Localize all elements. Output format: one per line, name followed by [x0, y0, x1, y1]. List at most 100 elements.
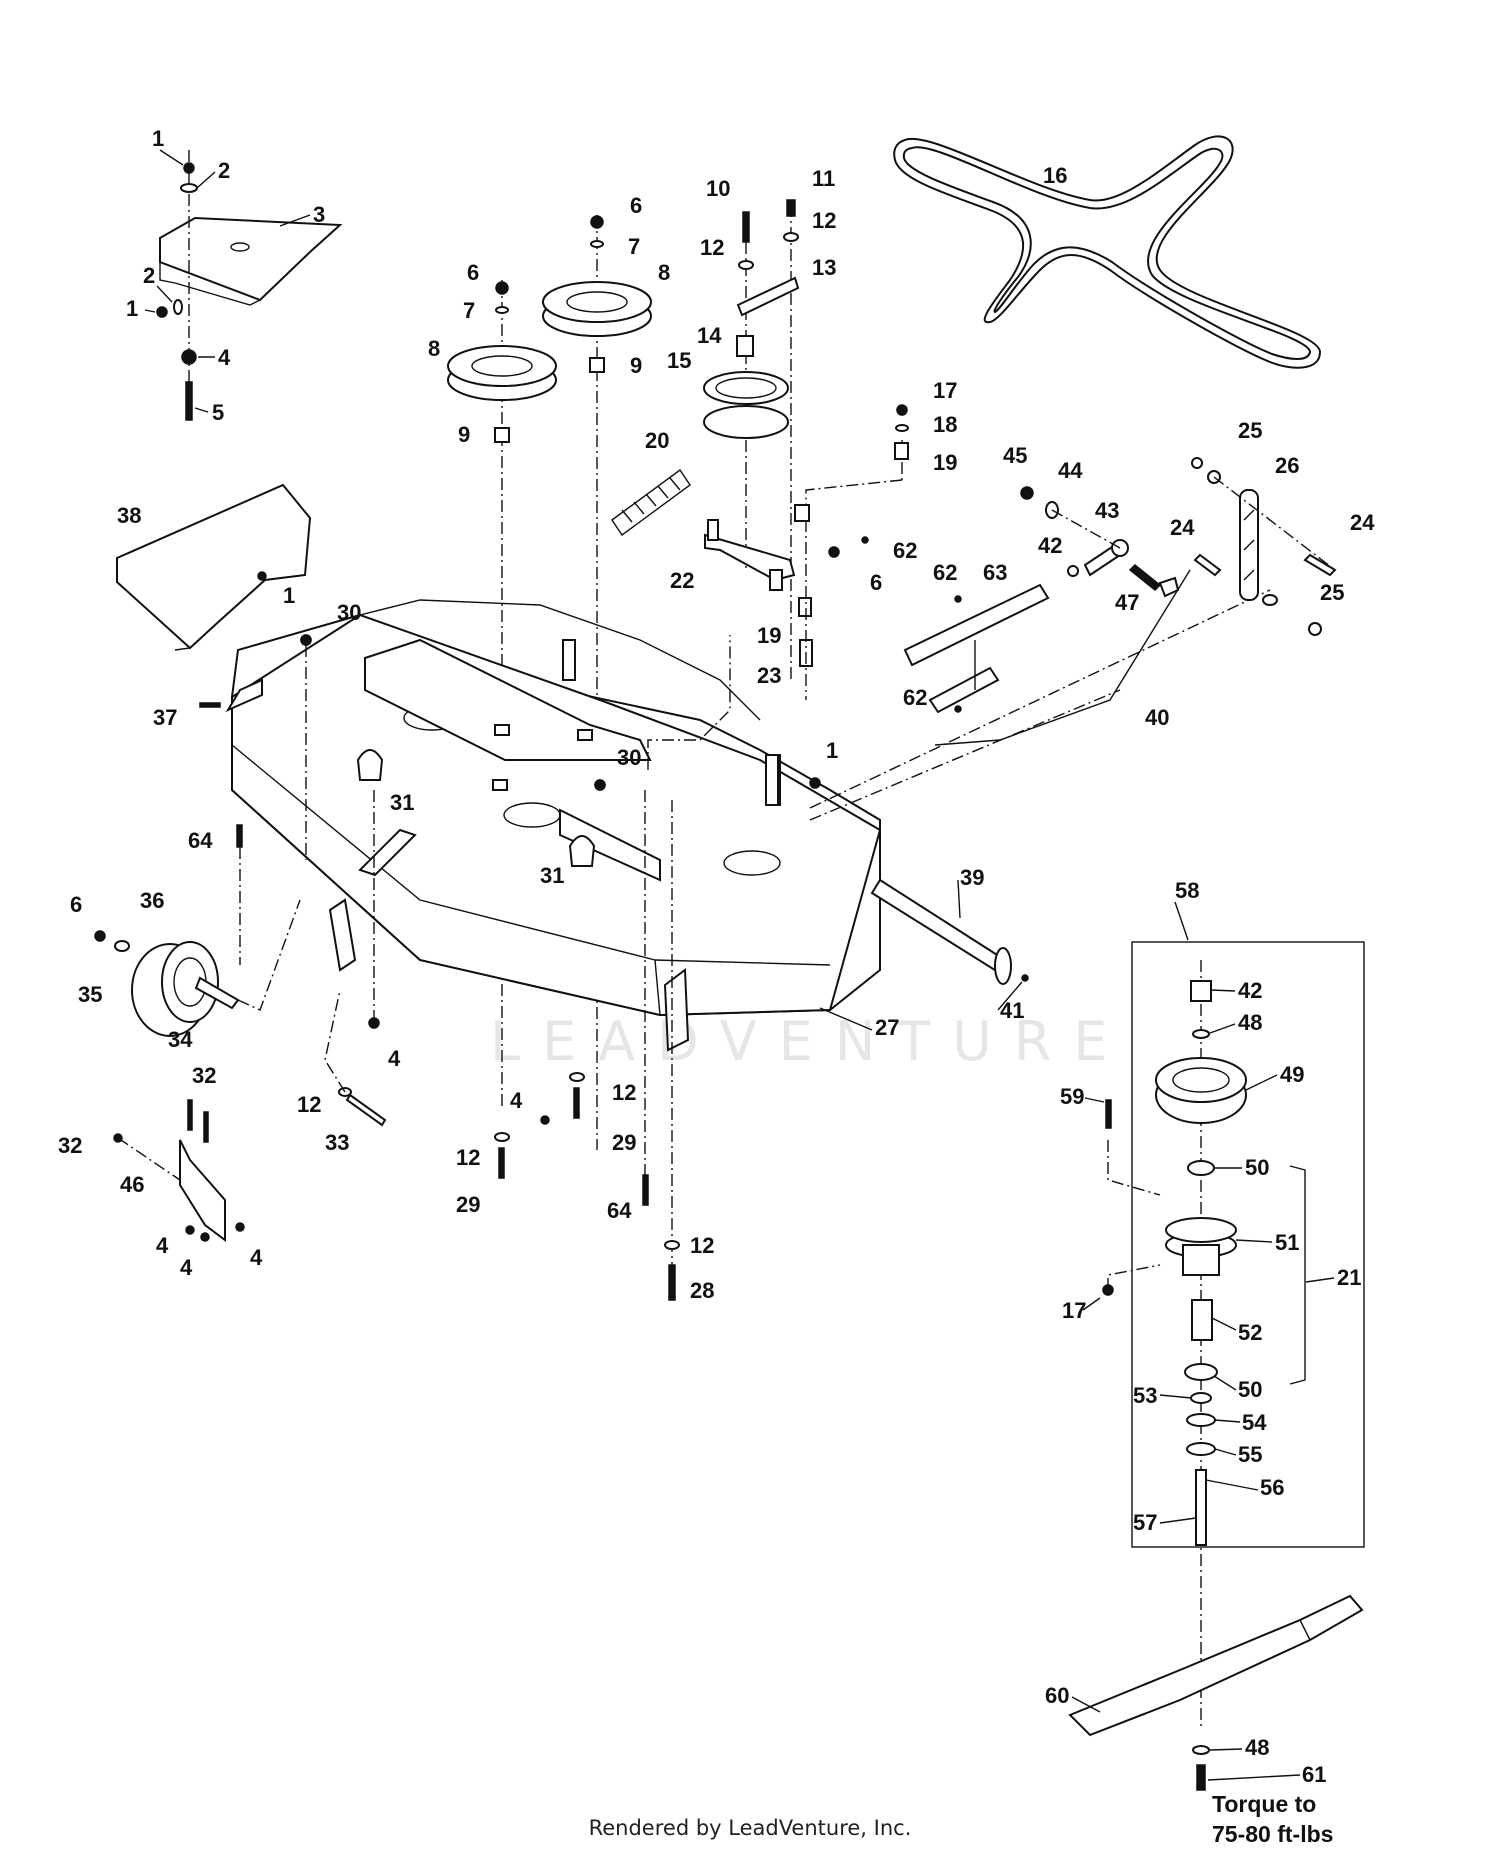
- drive-belt-part-16: [893, 135, 1322, 369]
- gauge-wheel-part-35: [94, 899, 301, 1037]
- callout-17: 17: [1062, 1298, 1086, 1323]
- callout-20: 20: [645, 428, 669, 453]
- lift-bar-part-63: [809, 569, 1271, 821]
- callout-32: 32: [58, 1133, 82, 1158]
- callout-57: 57: [1133, 1510, 1157, 1535]
- callout-50: 50: [1245, 1155, 1269, 1180]
- callout-7: 7: [628, 234, 640, 259]
- callout-9: 9: [458, 422, 470, 447]
- hardware-lines: [199, 634, 821, 1301]
- callout-27: 27: [875, 1015, 899, 1040]
- callout-6: 6: [70, 892, 82, 917]
- callout-4: 4: [388, 1046, 401, 1071]
- callout-6: 6: [467, 260, 479, 285]
- callout-54: 54: [1242, 1410, 1267, 1435]
- callout-53: 53: [1133, 1383, 1157, 1408]
- callout-17: 17: [933, 378, 957, 403]
- callout-15: 15: [667, 348, 691, 373]
- callout-42: 42: [1038, 533, 1062, 558]
- callout-64: 64: [188, 828, 213, 853]
- callout-12: 12: [297, 1092, 321, 1117]
- callout-41: 41: [1000, 998, 1024, 1023]
- callout-1: 1: [126, 296, 138, 321]
- callout-labels: 1 2 3 2 1 4 5 6 7 8 9 6 7 8 9 10 11 12 1…: [58, 126, 1375, 1787]
- callout-19: 19: [757, 623, 781, 648]
- callout-37: 37: [153, 705, 177, 730]
- mower-deck-part-27: [231, 599, 882, 1052]
- callout-56: 56: [1260, 1475, 1284, 1500]
- callout-7: 7: [463, 298, 475, 323]
- callout-12: 12: [700, 235, 724, 260]
- callout-24: 24: [1350, 510, 1375, 535]
- chain-part-26: [1191, 457, 1337, 636]
- callout-33: 33: [325, 1130, 349, 1155]
- callout-32: 32: [192, 1063, 216, 1088]
- pulley-part-8-left: [447, 280, 557, 1110]
- callout-35: 35: [78, 982, 102, 1007]
- callout-30: 30: [337, 600, 361, 625]
- callout-1: 1: [283, 583, 295, 608]
- callout-64: 64: [607, 1198, 632, 1223]
- callout-42: 42: [1238, 978, 1262, 1003]
- torque-note-line1: Torque to: [1212, 1791, 1316, 1817]
- bracket-part-46: [113, 1099, 245, 1242]
- callout-61: 61: [1302, 1762, 1326, 1787]
- callout-19: 19: [933, 450, 957, 475]
- callout-22: 22: [670, 568, 694, 593]
- callout-26: 26: [1275, 453, 1299, 478]
- callout-59: 59: [1060, 1084, 1084, 1109]
- callout-18: 18: [933, 412, 957, 437]
- callout-36: 36: [140, 888, 164, 913]
- callout-49: 49: [1280, 1062, 1304, 1087]
- callout-50: 50: [1238, 1377, 1262, 1402]
- callout-13: 13: [812, 255, 836, 280]
- callout-29: 29: [456, 1192, 480, 1217]
- callout-63: 63: [983, 560, 1007, 585]
- callout-51: 51: [1275, 1230, 1299, 1255]
- callout-3: 3: [313, 202, 325, 227]
- callout-29: 29: [612, 1130, 636, 1155]
- callout-48: 48: [1238, 1010, 1262, 1035]
- callout-21: 21: [1337, 1265, 1361, 1290]
- callout-38: 38: [117, 503, 141, 528]
- callout-24: 24: [1170, 515, 1195, 540]
- callout-60: 60: [1045, 1683, 1069, 1708]
- leader-lines: [144, 149, 1335, 1781]
- blade-part-60: [1068, 1594, 1364, 1791]
- callout-6: 6: [630, 193, 642, 218]
- callout-1: 1: [152, 126, 164, 151]
- callout-6: 6: [870, 570, 882, 595]
- callout-5: 5: [212, 400, 224, 425]
- spindle-assembly-box: [1102, 941, 1365, 1730]
- callout-30: 30: [617, 745, 641, 770]
- watermark-text: LEADVENTURE: [490, 1010, 1129, 1073]
- callout-58: 58: [1175, 878, 1199, 903]
- bar-part-39: [870, 878, 1029, 985]
- bracket-part-3: [156, 150, 343, 421]
- callout-4: 4: [180, 1255, 193, 1280]
- callout-40: 40: [1145, 705, 1169, 730]
- callout-4: 4: [218, 345, 231, 370]
- callout-9: 9: [630, 353, 642, 378]
- callout-11: 11: [812, 166, 835, 191]
- callout-34: 34: [168, 1027, 193, 1052]
- idler-assembly: [611, 199, 909, 700]
- torque-note-line2: 75-80 ft-lbs: [1212, 1821, 1333, 1847]
- callout-62: 62: [893, 538, 917, 563]
- callout-1: 1: [826, 738, 838, 763]
- callout-8: 8: [658, 260, 670, 285]
- shroud-part-38: [116, 483, 312, 651]
- callout-44: 44: [1058, 458, 1083, 483]
- callout-12: 12: [456, 1145, 480, 1170]
- callout-52: 52: [1238, 1320, 1262, 1345]
- callout-14: 14: [697, 323, 722, 348]
- callout-28: 28: [690, 1278, 714, 1303]
- callout-10: 10: [706, 176, 730, 201]
- callout-16: 16: [1043, 163, 1067, 188]
- footer-credit: Rendered by LeadVenture, Inc.: [588, 1816, 912, 1840]
- callout-12: 12: [612, 1080, 636, 1105]
- callout-31: 31: [540, 863, 564, 888]
- callout-23: 23: [757, 663, 781, 688]
- callout-43: 43: [1095, 498, 1119, 523]
